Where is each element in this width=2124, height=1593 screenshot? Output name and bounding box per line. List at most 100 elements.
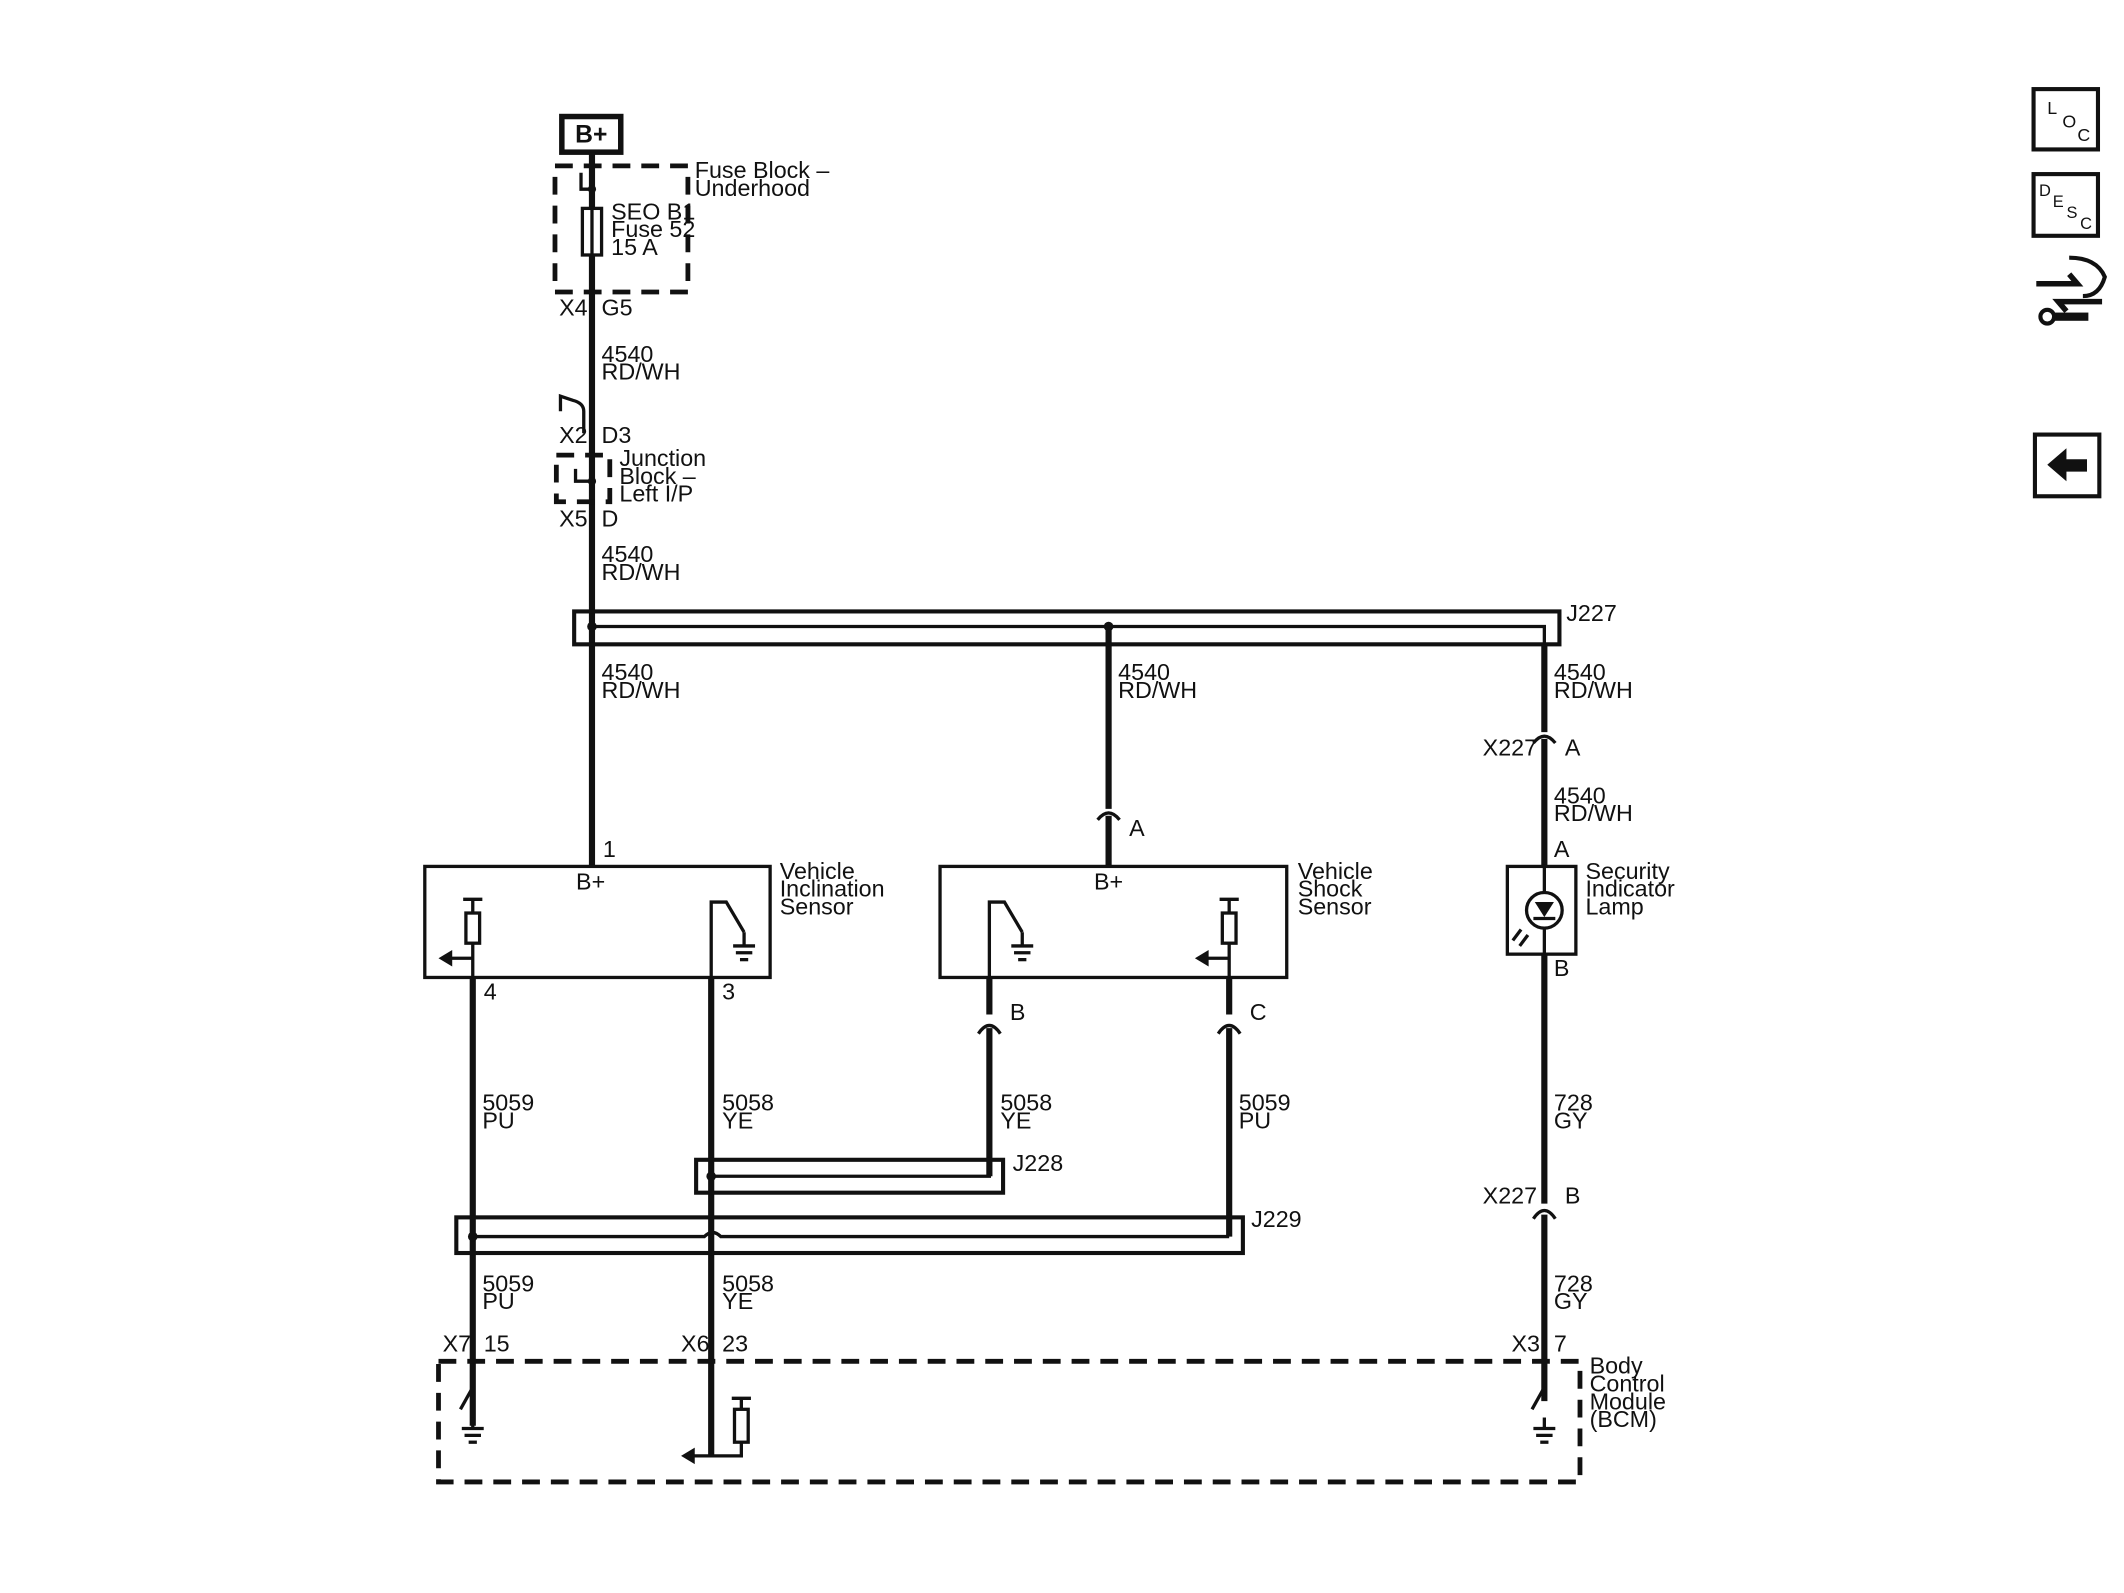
svg-text:E: E: [2053, 193, 2064, 211]
bcm-pin-15: 15: [484, 1331, 510, 1357]
svg-text:PU: PU: [482, 1107, 514, 1133]
wire-label-5058-a: 5058 YE: [722, 1089, 774, 1133]
svg-text:S: S: [2066, 204, 2077, 222]
fuse-block-connector: X4: [559, 294, 588, 320]
bcm-name-1: Body: [1590, 1353, 1643, 1379]
svg-text:4540: 4540: [1554, 659, 1606, 685]
svg-text:GY: GY: [1554, 1288, 1588, 1314]
svg-text:C: C: [2080, 215, 2092, 233]
svg-text:5059: 5059: [1239, 1089, 1291, 1115]
svg-text:RD/WH: RD/WH: [602, 559, 681, 585]
body-control-module: X7 15 X6 23 X3 7 Body Control Module (BC…: [436, 1331, 1666, 1485]
svg-text:5059: 5059: [482, 1089, 534, 1115]
bcm-name-4: (BCM): [1590, 1406, 1657, 1432]
junction-pin-out: D: [602, 505, 619, 531]
svg-text:728: 728: [1554, 1270, 1593, 1296]
svg-text:4540: 4540: [1118, 659, 1170, 685]
svg-text:RD/WH: RD/WH: [1118, 677, 1197, 703]
wire-label-4540-e: 4540 RD/WH: [1554, 659, 1633, 703]
shock-pin-a: A: [1129, 815, 1145, 841]
svg-text:PU: PU: [1239, 1107, 1271, 1133]
bcm-connector-x6: X6: [681, 1331, 709, 1357]
svg-text:C: C: [2077, 125, 2090, 145]
bcm-name-2: Control: [1590, 1370, 1665, 1396]
wire-label-728-b: 728 GY: [1554, 1270, 1593, 1314]
fuse-block-underhood: Fuse Block – Underhood SEO B1 Fuse 52 15…: [552, 152, 830, 320]
svg-text:4540: 4540: [602, 541, 654, 567]
vehicle-shock-sensor: B+ Vehicle Shock Sensor: [938, 858, 1373, 980]
svg-text:728: 728: [1554, 1089, 1593, 1115]
svg-text:5059: 5059: [482, 1270, 534, 1296]
splice-j228: J228: [694, 1150, 1064, 1195]
x227-pin-a: A: [1565, 734, 1581, 760]
wire-label-4540-b: 4540 RD/WH: [602, 541, 681, 585]
wire-label-4540-c: 4540 RD/WH: [602, 659, 681, 703]
shock-name-3: Sensor: [1298, 893, 1372, 919]
security-indicator-lamp: Security Indicator Lamp B: [1505, 858, 1675, 981]
lamp-name-2: Indicator: [1585, 876, 1675, 902]
inclination-name-2: Inclination: [780, 876, 885, 902]
diagnostic-tools-icon[interactable]: [2036, 255, 2107, 326]
wire-label-4540-f: 4540 RD/WH: [1554, 782, 1633, 826]
vehicle-inclination-sensor: 1 B+ Vehicle Inclination Sensor 4 3: [423, 836, 885, 1004]
svg-text:4540: 4540: [602, 659, 654, 685]
svg-text:RD/WH: RD/WH: [1554, 800, 1633, 826]
svg-text:4540: 4540: [602, 341, 654, 367]
junction-name-2: Block –: [619, 463, 695, 489]
splice-j227-label: J227: [1566, 600, 1617, 626]
splice-j229: J229: [454, 1206, 1302, 1256]
connector-x227-b: [1532, 1208, 1557, 1220]
svg-text:YE: YE: [1000, 1107, 1031, 1133]
junction-name-3: Left I/P: [619, 481, 693, 507]
location-button[interactable]: L O C: [2031, 87, 2101, 152]
wire-label-5059-a: 5059 PU: [482, 1089, 534, 1133]
power-source-label: B+: [575, 122, 607, 149]
wire-label-5059-c: 5059 PU: [1239, 1089, 1291, 1133]
bcm-connector-x7: X7: [443, 1331, 471, 1357]
description-button[interactable]: D E S C: [2031, 172, 2101, 238]
inclination-bplus: B+: [576, 869, 605, 895]
connector-x227-a: [1532, 734, 1557, 745]
back-arrow-button[interactable]: [2032, 432, 2102, 499]
svg-text:RD/WH: RD/WH: [1554, 677, 1633, 703]
svg-text:YE: YE: [722, 1288, 753, 1314]
splice-j227: J227: [572, 600, 1617, 647]
connector-shock-b: [977, 1023, 1002, 1035]
inclination-pin-3: 3: [722, 978, 735, 1004]
shock-pin-b: B: [1010, 999, 1026, 1025]
svg-text:GY: GY: [1554, 1107, 1588, 1133]
junction-connector-out: X5: [559, 505, 587, 531]
lamp-pin-b: B: [1554, 955, 1570, 981]
fuse-label-2: Fuse 52: [611, 216, 695, 242]
svg-text:5058: 5058: [722, 1270, 774, 1296]
splice-j228-label: J228: [1013, 1150, 1064, 1176]
svg-text:5058: 5058: [722, 1089, 774, 1115]
svg-text:O: O: [2062, 111, 2076, 131]
inclination-name-3: Sensor: [780, 893, 854, 919]
svg-text:PU: PU: [482, 1288, 514, 1314]
inclination-pin-1: 1: [603, 836, 616, 862]
wire-label-4540-d: 4540 RD/WH: [1118, 659, 1197, 703]
fuse-block-name: Fuse Block –: [695, 157, 830, 183]
svg-text:4540: 4540: [1554, 782, 1606, 808]
junction-connector-in: X2: [559, 422, 587, 448]
x227-connector-b: X227: [1483, 1183, 1537, 1209]
shock-name-2: Shock: [1298, 876, 1363, 902]
wire-label-728-a: 728 GY: [1554, 1089, 1593, 1133]
svg-text:D: D: [2039, 182, 2051, 200]
shock-name-1: Vehicle: [1298, 858, 1373, 884]
shock-pin-c: C: [1250, 999, 1267, 1025]
svg-text:5058: 5058: [1000, 1089, 1052, 1115]
junction-block-left-ip: X2 D3 Junction Block – Left I/P X5 D: [553, 393, 706, 531]
bcm-name-3: Module: [1590, 1388, 1666, 1414]
inclination-name-1: Vehicle: [780, 858, 855, 884]
splice-j229-label: J229: [1251, 1206, 1302, 1232]
shock-bplus: B+: [1094, 869, 1123, 895]
lamp-name-3: Lamp: [1585, 893, 1643, 919]
junction-name-1: Junction: [619, 445, 706, 471]
back-arrow-icon: [2047, 448, 2088, 482]
bcm-connector-x3: X3: [1511, 1331, 1539, 1357]
connector-shock-a: [1096, 811, 1121, 821]
power-source-b-plus: B+: [559, 113, 624, 155]
